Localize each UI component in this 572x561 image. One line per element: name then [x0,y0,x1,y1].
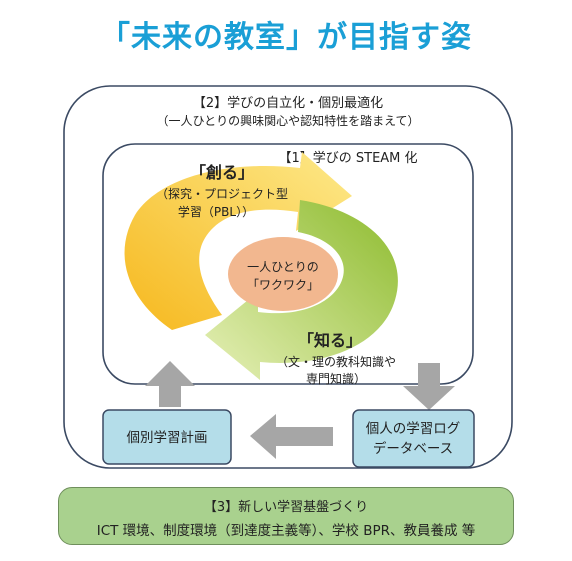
outer-frame-subtitle: （一人ひとりの興味関心や認知特性を踏まえて） [156,113,419,128]
foundation-panel: 【3】新しい学習基盤づくり ICT 環境、制度環境（到達度主義等）、学校 BPR… [58,487,514,545]
up-arrow [145,361,195,407]
create-line-2: 学習（PBL）） [178,204,254,219]
foundation-body: ICT 環境、制度環境（到達度主義等）、学校 BPR、教員養成 等 [96,523,476,539]
plan-box-label: 個別学習計画 [127,430,208,446]
plan-box [102,409,232,465]
create-line-1: （探究・プロジェクト型 [156,186,288,201]
know-line-2: 専門知識） [306,372,366,386]
log-box-line-1: 個人の学習ログ [366,421,461,437]
center-ellipse [228,237,338,311]
left-arrow [250,414,333,459]
create-heading: 「創る」 [190,163,254,182]
center-line-2: 「ワクワク」 [247,278,319,292]
log-box-line-2: データベース [373,440,453,457]
page-title: 「未来の教室」が目指す姿 [100,20,472,55]
down-arrow [403,363,455,410]
center-line-1: 一人ひとりの [247,260,319,274]
log-box [352,409,475,468]
inner-frame-title: 【1】学びの STEAM 化 [278,150,417,166]
know-heading: 「知る」 [298,331,362,350]
create-arrow [124,152,352,330]
know-line-1: （文・理の教科知識や [276,354,396,369]
know-arrow [205,200,398,380]
foundation-title: 【3】新しい学習基盤づくり [203,500,369,515]
outer-frame-title: 【2】学びの自立化・個別最適化 [193,95,383,111]
